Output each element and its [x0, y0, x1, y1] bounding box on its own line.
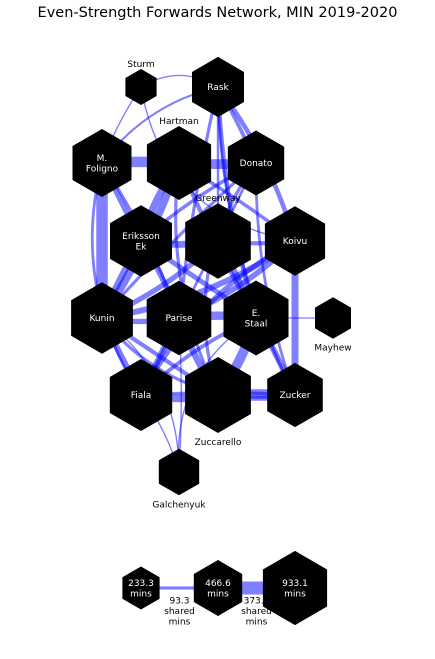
node-label-rask: Rask: [207, 83, 229, 93]
node-label-mayhew: Mayhew: [314, 344, 351, 354]
node-eriksson: [110, 205, 172, 277]
legend-edge-label-0: mins: [169, 618, 191, 628]
node-label-estaal: Staal: [245, 319, 268, 329]
legend-edge-label-1: shared: [241, 607, 272, 617]
legend-node-label-0: 233.3: [128, 579, 154, 589]
node-mfoligno: [72, 129, 132, 197]
legend: 233.3mins466.6mins933.1mins93.3sharedmin…: [122, 550, 328, 628]
node-label-galchenyuk: Galchenyuk: [152, 500, 206, 510]
page-title: Even-Strength Forwards Network, MIN 2019…: [37, 5, 398, 21]
legend-edge-label-1: mins: [246, 618, 268, 628]
node-label-sturm: Sturm: [127, 60, 154, 70]
node-fiala: [109, 359, 173, 431]
node-hartman: [146, 126, 212, 200]
legend-node-2: [262, 550, 328, 626]
node-sturm: [125, 69, 157, 105]
legend-node-label-1: mins: [207, 589, 229, 599]
edge-donato-zucker: [254, 162, 297, 396]
node-label-zuccarello: Zuccarello: [195, 438, 242, 448]
node-label-eriksson: Eriksson: [122, 232, 160, 242]
node-label-parise: Parise: [166, 314, 193, 324]
node-label-mfoligno: Foligno: [86, 164, 119, 174]
node-label-estaal: E.: [252, 309, 261, 319]
node-kunin: [71, 282, 133, 354]
node-mayhew: [315, 297, 351, 339]
node-donato: [227, 130, 285, 196]
legend-node-1: [193, 560, 243, 616]
node-galchenyuk: [158, 448, 200, 496]
node-label-hartman: Hartman: [159, 117, 199, 127]
legend-node-label-0: mins: [130, 589, 152, 599]
node-rask: [192, 56, 244, 118]
node-zuccarello: [185, 357, 251, 433]
node-greenway: [185, 203, 251, 279]
legend-node-0: [122, 566, 160, 610]
node-label-mfoligno: M.: [97, 154, 108, 164]
legend-node-label-2: 933.1: [282, 579, 308, 589]
legend-edge-label-1: 373.1: [244, 597, 270, 607]
node-label-fiala: Fiala: [131, 391, 152, 401]
node-label-greenway: Greenway: [195, 194, 241, 204]
node-zucker: [267, 362, 323, 428]
node-parise: [146, 280, 212, 356]
node-label-donato: Donato: [240, 159, 273, 169]
legend-node-label-1: 466.6: [205, 579, 231, 589]
node-koivu: [264, 206, 326, 276]
legend-edge-label-0: shared: [164, 607, 195, 617]
node-label-eriksson: Ek: [136, 242, 148, 252]
legend-node-label-2: mins: [284, 589, 306, 599]
node-label-koivu: Koivu: [283, 237, 308, 247]
edge-mfoligno-fiala: [90, 162, 143, 396]
node-label-kunin: Kunin: [89, 314, 114, 324]
node-estaal: [223, 280, 289, 356]
node-label-zucker: Zucker: [280, 391, 311, 401]
legend-edge-label-0: 93.3: [169, 597, 189, 607]
